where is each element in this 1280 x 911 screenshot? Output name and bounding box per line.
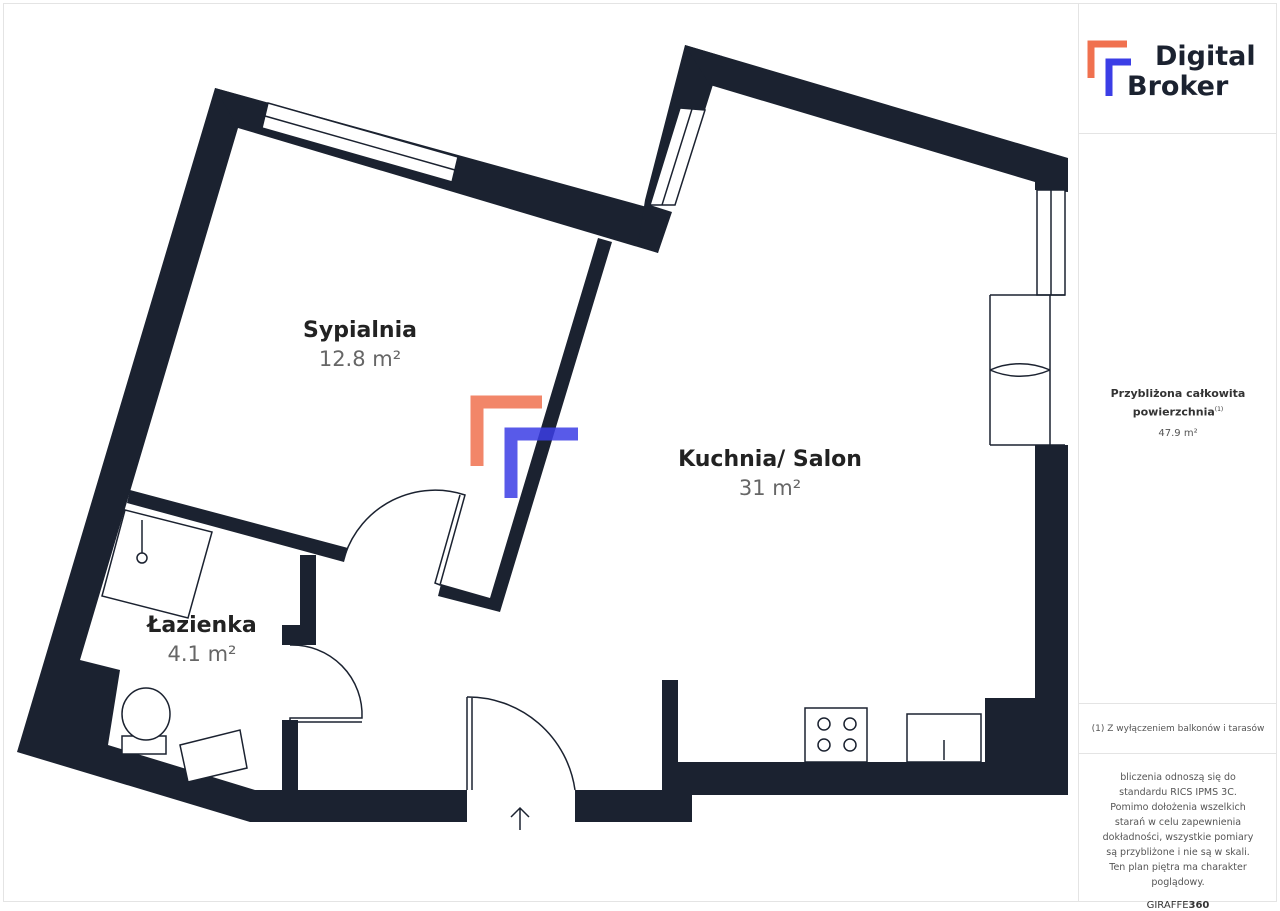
- disclaimer: bliczenia odnoszą się do standardu RICS …: [1102, 772, 1254, 888]
- kitchen-left-wall: [638, 45, 722, 253]
- room-bathroom: Łazienka 4.1 m²: [147, 613, 256, 666]
- bath-wall-upper: [300, 555, 316, 645]
- entry-arrow-icon: [510, 806, 530, 830]
- floor-plan: [17, 45, 1068, 830]
- doors: [289, 294, 1065, 791]
- kitchen-bottom-wall: [678, 762, 1068, 795]
- stove: [804, 707, 868, 763]
- bathroom-door: [289, 644, 363, 723]
- disclaimer-section: bliczenia odnoszą się do standardu RICS …: [1079, 754, 1277, 911]
- bedroom-kitchen-wall: [438, 238, 612, 612]
- room-kitchen-living: Kuchnia/ Salon 31 m²: [678, 447, 862, 500]
- sidebar: Digital Broker Przybliżona całkowita pow…: [1078, 4, 1277, 911]
- bath-wall-lower: [282, 720, 298, 792]
- page-frame: [3, 3, 1277, 902]
- logo-line2: Broker: [1127, 71, 1229, 102]
- bedroom-door: [344, 489, 466, 587]
- logo-section: Digital Broker: [1079, 4, 1277, 134]
- footnote: (1) Z wyłączeniem balkonów i tarasów: [1079, 704, 1277, 754]
- bottom-wall-left: [250, 790, 467, 822]
- logo-text: Digital Broker: [1127, 42, 1256, 102]
- room-bedroom: Sypialnia 12.8 m²: [303, 318, 417, 371]
- total-area-value: 47.9 m²: [1158, 428, 1198, 439]
- shower: [101, 509, 213, 619]
- room-name: Sypialnia: [303, 318, 417, 343]
- logo-line1: Digital: [1155, 41, 1256, 72]
- room-area: 4.1 m²: [167, 642, 237, 666]
- bedroom-bath-wall: [127, 490, 348, 562]
- brand-a: GIRAFFE: [1146, 900, 1189, 911]
- bath-sink: [179, 729, 248, 783]
- room-name: Kuchnia/ Salon: [678, 447, 862, 472]
- balcony-door: [989, 294, 1065, 446]
- bath-stub: [282, 625, 300, 645]
- bottom-wall-mid: [575, 790, 692, 822]
- kitchen-top-wall: [685, 45, 1068, 192]
- area-section: Przybliżona całkowita powierzchnia(1) 47…: [1079, 134, 1277, 704]
- giraffe360-brand: GIRAFFE360: [1079, 900, 1277, 911]
- footnote-marker: (1): [1214, 406, 1224, 413]
- room-name: Łazienka: [147, 613, 257, 638]
- total-area-label: Przybliżona całkowita powierzchnia: [1110, 387, 1246, 419]
- room-area: 12.8 m²: [318, 347, 402, 371]
- watermark-logo-icon: [470, 395, 578, 498]
- left-outer-wall: [17, 88, 268, 822]
- digital-broker-logo-icon: [1087, 40, 1131, 96]
- brand-b: 360: [1188, 900, 1210, 911]
- kitchen-stub-wall: [662, 680, 678, 795]
- entry-door: [466, 696, 576, 791]
- room-area: 31 m²: [738, 476, 802, 500]
